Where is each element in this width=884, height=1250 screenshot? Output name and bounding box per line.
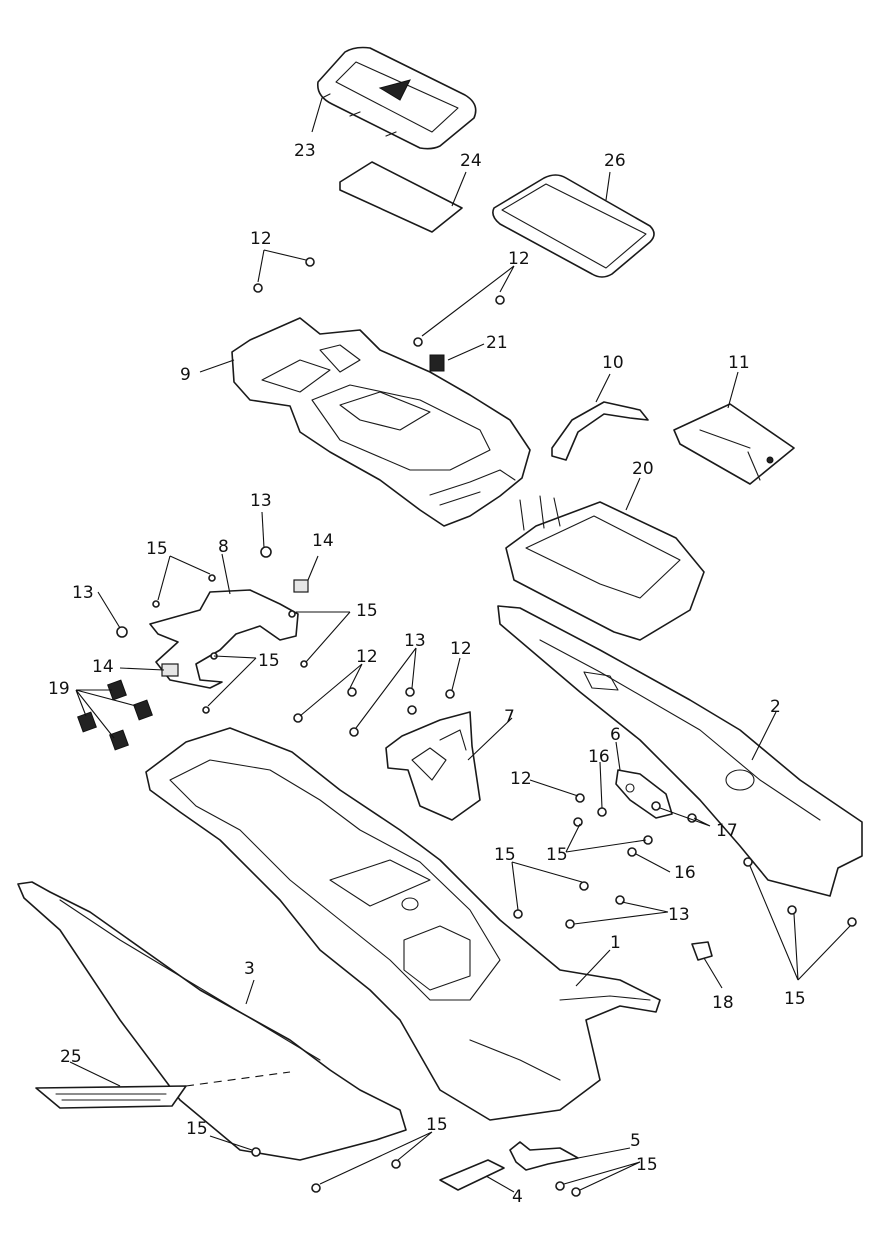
callout-18: 18 [712, 993, 734, 1013]
callout-12: 12 [450, 639, 472, 659]
callout-1: 1 [610, 933, 621, 953]
part-25-badge[interactable] [35, 1085, 187, 1109]
part-23-seat-lid[interactable] [316, 46, 477, 150]
part-24-pad[interactable] [339, 161, 463, 233]
part-26-seal[interactable] [492, 174, 655, 278]
callout-15: 15 [186, 1119, 208, 1139]
callout-13: 13 [250, 491, 272, 511]
part-18-clip[interactable] [691, 941, 713, 961]
callout-12: 12 [250, 229, 272, 249]
callout-7: 7 [504, 707, 515, 727]
callout-12: 12 [508, 249, 530, 269]
callout-2: 2 [770, 697, 781, 717]
callout-16: 16 [588, 747, 610, 767]
callout-25: 25 [60, 1047, 82, 1067]
callout-21: 21 [486, 333, 508, 353]
callout-5: 5 [630, 1131, 641, 1151]
part-19-clips[interactable] [77, 679, 153, 751]
leader-lines [69, 97, 851, 1193]
callout-14: 14 [312, 531, 334, 551]
callout-13: 13 [404, 631, 426, 651]
part-10-strap[interactable] [551, 401, 649, 461]
callout-6: 6 [610, 725, 621, 745]
callout-15: 15 [356, 601, 378, 621]
callout-11: 11 [728, 353, 750, 373]
callout-15: 15 [426, 1115, 448, 1135]
callout-15: 15 [546, 845, 568, 865]
callout-8: 8 [218, 537, 229, 557]
callout-labels: 23 24 26 12 12 21 10 11 9 20 13 15 8 14 … [48, 141, 806, 1207]
callout-14: 14 [92, 657, 114, 677]
callout-16: 16 [674, 863, 696, 883]
part-21-clip[interactable] [429, 354, 445, 372]
callout-9: 9 [180, 365, 191, 385]
part-5-bracket[interactable] [509, 1141, 579, 1171]
part-4-plate[interactable] [439, 1159, 505, 1191]
callout-15: 15 [784, 989, 806, 1009]
part-7-bracket[interactable] [385, 711, 481, 821]
callout-15: 15 [636, 1155, 658, 1175]
callout-23: 23 [294, 141, 316, 161]
part-1-rear-mudguard[interactable] [145, 727, 661, 1121]
callout-19: 19 [48, 679, 70, 699]
callout-12: 12 [510, 769, 532, 789]
callout-24: 24 [460, 151, 482, 171]
callout-13: 13 [668, 905, 690, 925]
callout-15: 15 [258, 651, 280, 671]
callout-20: 20 [632, 459, 654, 479]
part-14-nut-lower[interactable] [161, 663, 179, 677]
part-14-nut-upper[interactable] [293, 579, 309, 593]
callout-10: 10 [602, 353, 624, 373]
callout-12: 12 [356, 647, 378, 667]
callout-15: 15 [146, 539, 168, 559]
part-3-side-cover[interactable] [17, 881, 407, 1161]
callout-4: 4 [512, 1187, 523, 1207]
callout-15: 15 [494, 845, 516, 865]
part-9-seat-tray[interactable] [231, 317, 531, 527]
part-8-bracket[interactable] [149, 589, 299, 689]
part-6-plate[interactable] [615, 769, 673, 819]
callout-17: 17 [716, 821, 738, 841]
part-20-storage-box[interactable] [505, 495, 705, 641]
callout-26: 26 [604, 151, 626, 171]
callout-13: 13 [72, 583, 94, 603]
part-11-tool-pouch[interactable] [673, 403, 795, 485]
part-2-side-panel[interactable] [497, 605, 863, 897]
callout-3: 3 [244, 959, 255, 979]
